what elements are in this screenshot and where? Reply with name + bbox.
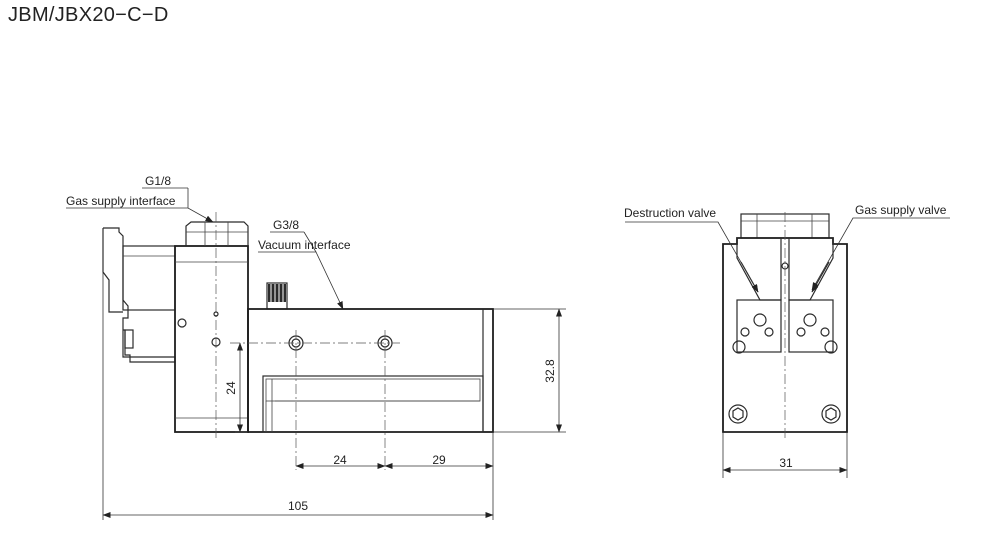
- gas-supply-valve-body: [788, 238, 838, 354]
- coil-connector: [124, 329, 134, 349]
- coil-outline: [102, 228, 123, 313]
- vacuum-interface-label: Vacuum interface: [258, 238, 351, 252]
- front-view: [625, 212, 950, 478]
- drawing-title: JBM/JBX20−C−D: [8, 4, 169, 26]
- vacuum-thread-label: G3/8: [273, 218, 299, 232]
- valve-body: [174, 245, 249, 433]
- dim-end-29: 29: [432, 453, 446, 467]
- side-view: [66, 187, 566, 520]
- dim-height-32-8: 32.8: [543, 359, 557, 383]
- knurled-knob: [266, 282, 288, 310]
- port-hole: [211, 337, 221, 347]
- screw-hole: [177, 318, 187, 328]
- ejector-slot: [262, 375, 484, 433]
- gas-supply-thread-label: G1/8: [145, 174, 171, 188]
- destruction-valve-label: Destruction valve: [624, 206, 716, 220]
- dim-hole-pitch-24: 24: [333, 453, 347, 467]
- dim-height-24: 24: [224, 381, 238, 395]
- gas-supply-valve-label: Gas supply valve: [855, 203, 947, 217]
- gas-supply-fitting: [185, 221, 249, 246]
- gas-supply-interface-label: Gas supply interface: [66, 194, 176, 208]
- destruction-valve-body: [732, 238, 782, 354]
- ejector-body: [247, 308, 494, 433]
- dim-length-105: 105: [288, 499, 308, 513]
- dim-width-31: 31: [779, 456, 793, 470]
- hex-screw-right: [821, 404, 841, 424]
- hex-screw-left: [728, 404, 748, 424]
- coil-bracket: [103, 227, 176, 363]
